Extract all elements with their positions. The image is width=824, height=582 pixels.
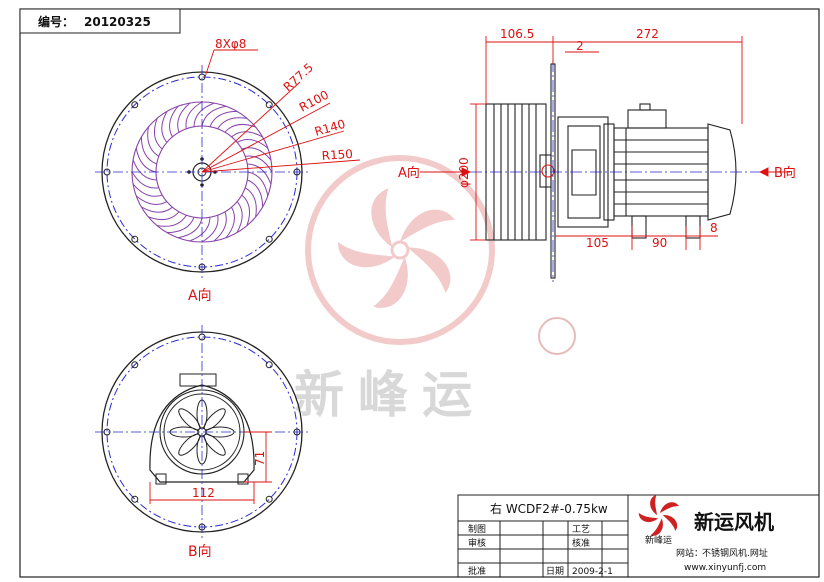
impeller-blade [247, 163, 272, 185]
a-view: 8Xφ8 R77.5 R100 R140 R150 A向 [95, 37, 361, 304]
registered-mark-ring [538, 317, 576, 355]
bolt-hole [131, 495, 139, 503]
drawing-no-box [19, 8, 181, 34]
impeller-blade [140, 136, 157, 165]
impeller-blade [231, 131, 263, 138]
tb-date: 2009-2-1 [572, 567, 613, 577]
site-name: 不锈钢风机.网址 [702, 547, 768, 559]
tb-r3-l1: 批准 [468, 565, 486, 577]
dim-plate: 2 [576, 39, 584, 53]
model-name: 右 WCDF2#-0.75kw [490, 501, 608, 516]
dim-height-71: 71 [253, 451, 267, 466]
sheet-frame [19, 8, 820, 578]
site-url: www.xinyunfj.com [684, 563, 766, 573]
impeller-blade [247, 179, 264, 208]
b-view: 71 112 B向 [95, 325, 309, 560]
logo-text: 新峰运 [645, 534, 672, 546]
dim-foot-b: 90 [652, 236, 667, 250]
impeller-blade [213, 211, 227, 242]
bolt-hole [265, 235, 273, 243]
bolt-hole [131, 235, 139, 243]
impeller-blades [131, 101, 273, 243]
vent-slot [178, 408, 201, 431]
impeller-blade [132, 183, 163, 197]
watermark-brand: 新峰运 [294, 366, 486, 424]
dim-foot-c: 8 [710, 221, 718, 235]
tb-r2-l1: 审核 [468, 537, 486, 549]
impeller-blade [169, 105, 179, 138]
impeller-blade [201, 215, 219, 243]
impeller-blade [166, 217, 195, 234]
impeller-blade [148, 211, 180, 221]
bolt-hole [265, 495, 273, 503]
impeller-blade [217, 117, 248, 130]
radius-r100: R100 [297, 88, 331, 115]
dim-diameter: φ200 [457, 157, 471, 188]
dim-inlet-depth: 106.5 [500, 27, 534, 41]
company-name: 新运风机 [694, 510, 774, 534]
company-logo [638, 494, 679, 536]
impeller-blade [236, 201, 243, 233]
impeller-blade [193, 102, 215, 127]
radius-r77: R77.5 [281, 60, 316, 94]
impeller-blade [209, 110, 238, 127]
drawing-no-label: 编号： [37, 14, 74, 29]
impeller-blade [201, 105, 227, 127]
tb-r3-l2: 日期 [546, 566, 564, 577]
impeller-blade [141, 206, 173, 213]
impeller-blade [241, 147, 272, 161]
impeller-blade [177, 217, 203, 239]
impeller-blade [147, 126, 160, 157]
title-block [457, 494, 820, 578]
side-view [485, 63, 737, 279]
tb-r1-l1: 制图 [468, 523, 486, 535]
a-view-label: A向 [188, 288, 212, 304]
impeller-blade [156, 214, 187, 227]
impeller-blade [135, 147, 157, 173]
impeller-blade [244, 187, 257, 218]
impeller-blade [135, 195, 168, 205]
impeller-blade [247, 171, 269, 197]
dim-width-112: 112 [192, 486, 215, 500]
vent-slot [178, 433, 201, 456]
impeller-blade [236, 139, 269, 149]
site-label: 网站： [676, 547, 703, 559]
impeller-blade [153, 118, 163, 150]
tb-r1-l2: 工艺 [572, 524, 590, 535]
vent-slot [203, 433, 226, 456]
bolt-hole [131, 361, 139, 369]
side-view-dims [420, 36, 790, 250]
impeller-blade [241, 194, 251, 226]
impeller-blade [224, 123, 256, 133]
b-view-label: B向 [188, 544, 212, 560]
impeller-blade [177, 102, 191, 133]
bolt-hole [265, 361, 273, 369]
impeller-blade [132, 159, 157, 181]
impeller-blade [131, 171, 159, 189]
dim-foot-a: 105 [586, 236, 609, 250]
bolt-hole [265, 101, 273, 109]
side-left-label: A向 [398, 165, 420, 181]
impeller-blade [225, 206, 235, 239]
vent-slot [203, 408, 226, 431]
bolt-hole [131, 101, 139, 109]
drawing-no: 20120325 [84, 15, 151, 29]
impeller-blade [185, 101, 203, 129]
radius-r140: R140 [313, 117, 347, 139]
side-view-centerlines [470, 60, 760, 282]
impeller-blade [189, 217, 211, 242]
impeller-blade [161, 111, 168, 143]
bolt-hole-callout: 8Xφ8 [215, 37, 246, 51]
impeller-blade [245, 155, 273, 173]
tb-r2-l2: 核准 [572, 537, 590, 549]
radius-r150: R150 [321, 147, 353, 163]
watermark-logo [305, 155, 495, 345]
side-right-label: B向 [774, 165, 796, 181]
dim-overall: 272 [636, 27, 659, 41]
